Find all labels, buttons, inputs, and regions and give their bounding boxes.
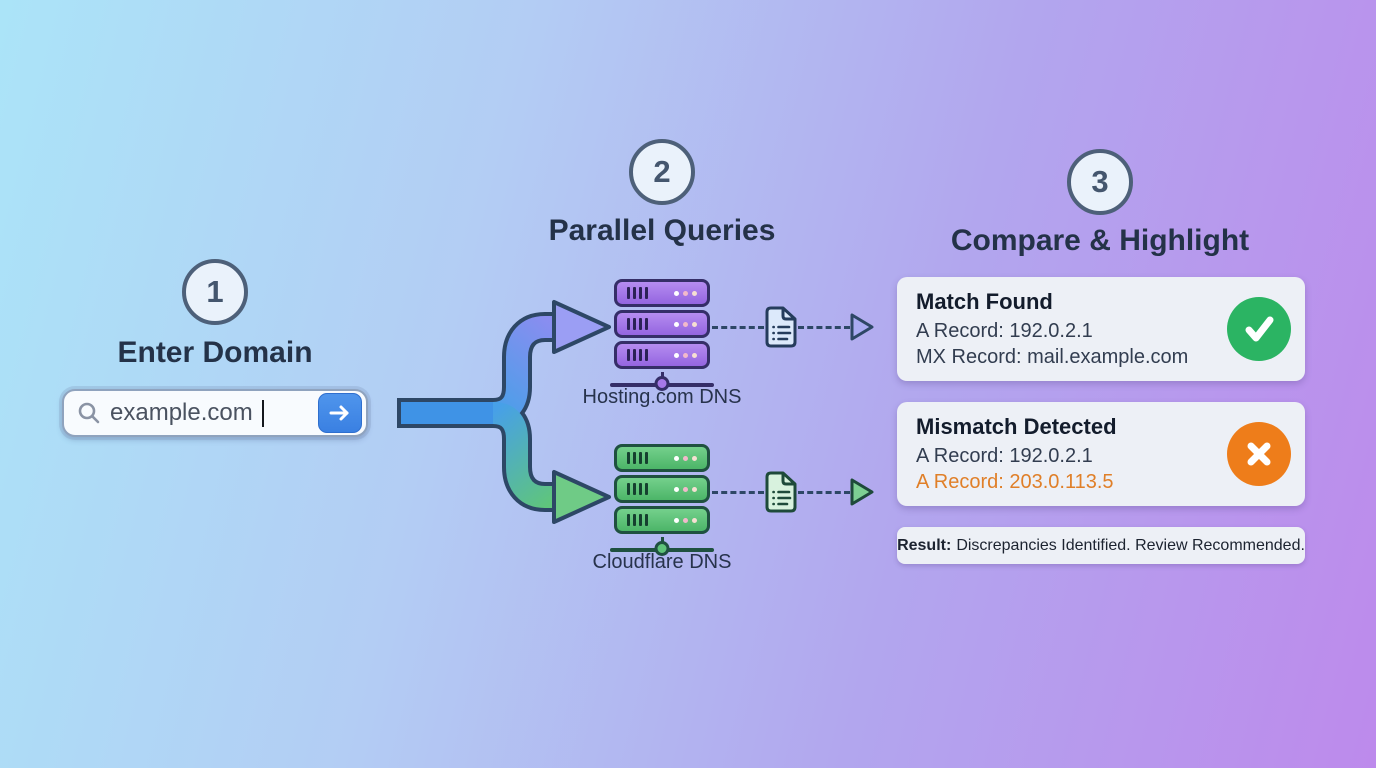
domain-search-bar[interactable]: example.com bbox=[62, 389, 368, 437]
step-1-badge: 1 bbox=[182, 259, 248, 325]
dns-record-document-icon bbox=[765, 471, 797, 513]
server-leds bbox=[674, 455, 697, 461]
hosting-dns-label: Hosting.com DNS bbox=[582, 386, 742, 408]
match-card-title: Match Found bbox=[916, 288, 1053, 314]
step-1-title: Enter Domain bbox=[117, 336, 313, 369]
cloudflare-dns-server bbox=[610, 444, 714, 556]
domain-input[interactable]: example.com bbox=[110, 399, 253, 426]
result-label: Result: bbox=[897, 536, 952, 554]
text-cursor bbox=[261, 399, 264, 427]
server-leds bbox=[674, 517, 697, 523]
mx-record-line: MX Record: mail.example.com bbox=[916, 345, 1189, 368]
server-unit bbox=[614, 506, 710, 534]
a-record-line: A Record: 192.0.2.1 bbox=[916, 319, 1093, 342]
server-slots bbox=[627, 483, 648, 495]
upper-arrowhead bbox=[552, 300, 611, 354]
a-record-line: A Record: 192.0.2.1 bbox=[916, 444, 1093, 467]
cloudflare-dns-label: Cloudflare DNS bbox=[592, 551, 732, 573]
server-unit bbox=[614, 341, 710, 369]
dashed-line bbox=[798, 490, 850, 494]
fork-arrow bbox=[397, 300, 611, 524]
lower-arrowhead bbox=[552, 470, 611, 524]
result-summary-bar: Result: Discrepancies Identified. Review… bbox=[897, 527, 1305, 564]
dashed-line bbox=[712, 325, 764, 329]
arrow-right-icon bbox=[329, 405, 349, 421]
mismatch-status-badge bbox=[1227, 422, 1291, 486]
cross-icon bbox=[1247, 442, 1271, 466]
match-result-card: Match Found A Record: 192.0.2.1 MX Recor… bbox=[897, 277, 1305, 381]
mismatch-card-title: Mismatch Detected bbox=[916, 413, 1117, 439]
hosting-response-flow bbox=[712, 305, 875, 349]
step-2-title: Parallel Queries bbox=[548, 214, 776, 247]
server-leds bbox=[674, 352, 697, 358]
step-2-badge: 2 bbox=[629, 139, 695, 205]
step-3-number: 3 bbox=[1091, 164, 1109, 199]
server-slots bbox=[627, 452, 648, 464]
dashed-line bbox=[712, 490, 764, 494]
flow-arrowhead-icon bbox=[850, 313, 874, 341]
server-unit bbox=[614, 444, 710, 472]
step-3-badge: 3 bbox=[1067, 149, 1133, 215]
network-connector bbox=[610, 372, 714, 391]
search-icon bbox=[78, 402, 100, 424]
step-1-number: 1 bbox=[206, 274, 224, 309]
server-unit bbox=[614, 279, 710, 307]
server-leds bbox=[674, 486, 697, 492]
dashed-line bbox=[798, 325, 850, 329]
flow-arrowhead-icon bbox=[850, 478, 874, 506]
server-slots bbox=[627, 349, 648, 361]
hosting-dns-server bbox=[610, 279, 714, 391]
server-slots bbox=[627, 514, 648, 526]
a-record-mismatch-line: A Record: 203.0.113.5 bbox=[916, 470, 1114, 493]
check-icon bbox=[1245, 316, 1274, 342]
match-card-text: Match Found A Record: 192.0.2.1 MX Recor… bbox=[916, 289, 1227, 370]
server-leds bbox=[674, 321, 697, 327]
submit-button[interactable] bbox=[318, 393, 362, 433]
cloudflare-response-flow bbox=[712, 470, 875, 514]
server-slots bbox=[627, 287, 648, 299]
step-2-number: 2 bbox=[653, 154, 671, 189]
mismatch-card-text: Mismatch Detected A Record: 192.0.2.1 A … bbox=[916, 414, 1227, 495]
server-unit bbox=[614, 475, 710, 503]
dns-record-document-icon bbox=[765, 306, 797, 348]
step-3-title: Compare & Highlight bbox=[950, 224, 1250, 257]
mismatch-result-card: Mismatch Detected A Record: 192.0.2.1 A … bbox=[897, 402, 1305, 506]
server-leds bbox=[674, 290, 697, 296]
match-status-badge bbox=[1227, 297, 1291, 361]
result-text: Discrepancies Identified. Review Recomme… bbox=[956, 536, 1305, 554]
server-unit bbox=[614, 310, 710, 338]
server-slots bbox=[627, 318, 648, 330]
network-connector bbox=[610, 537, 714, 556]
